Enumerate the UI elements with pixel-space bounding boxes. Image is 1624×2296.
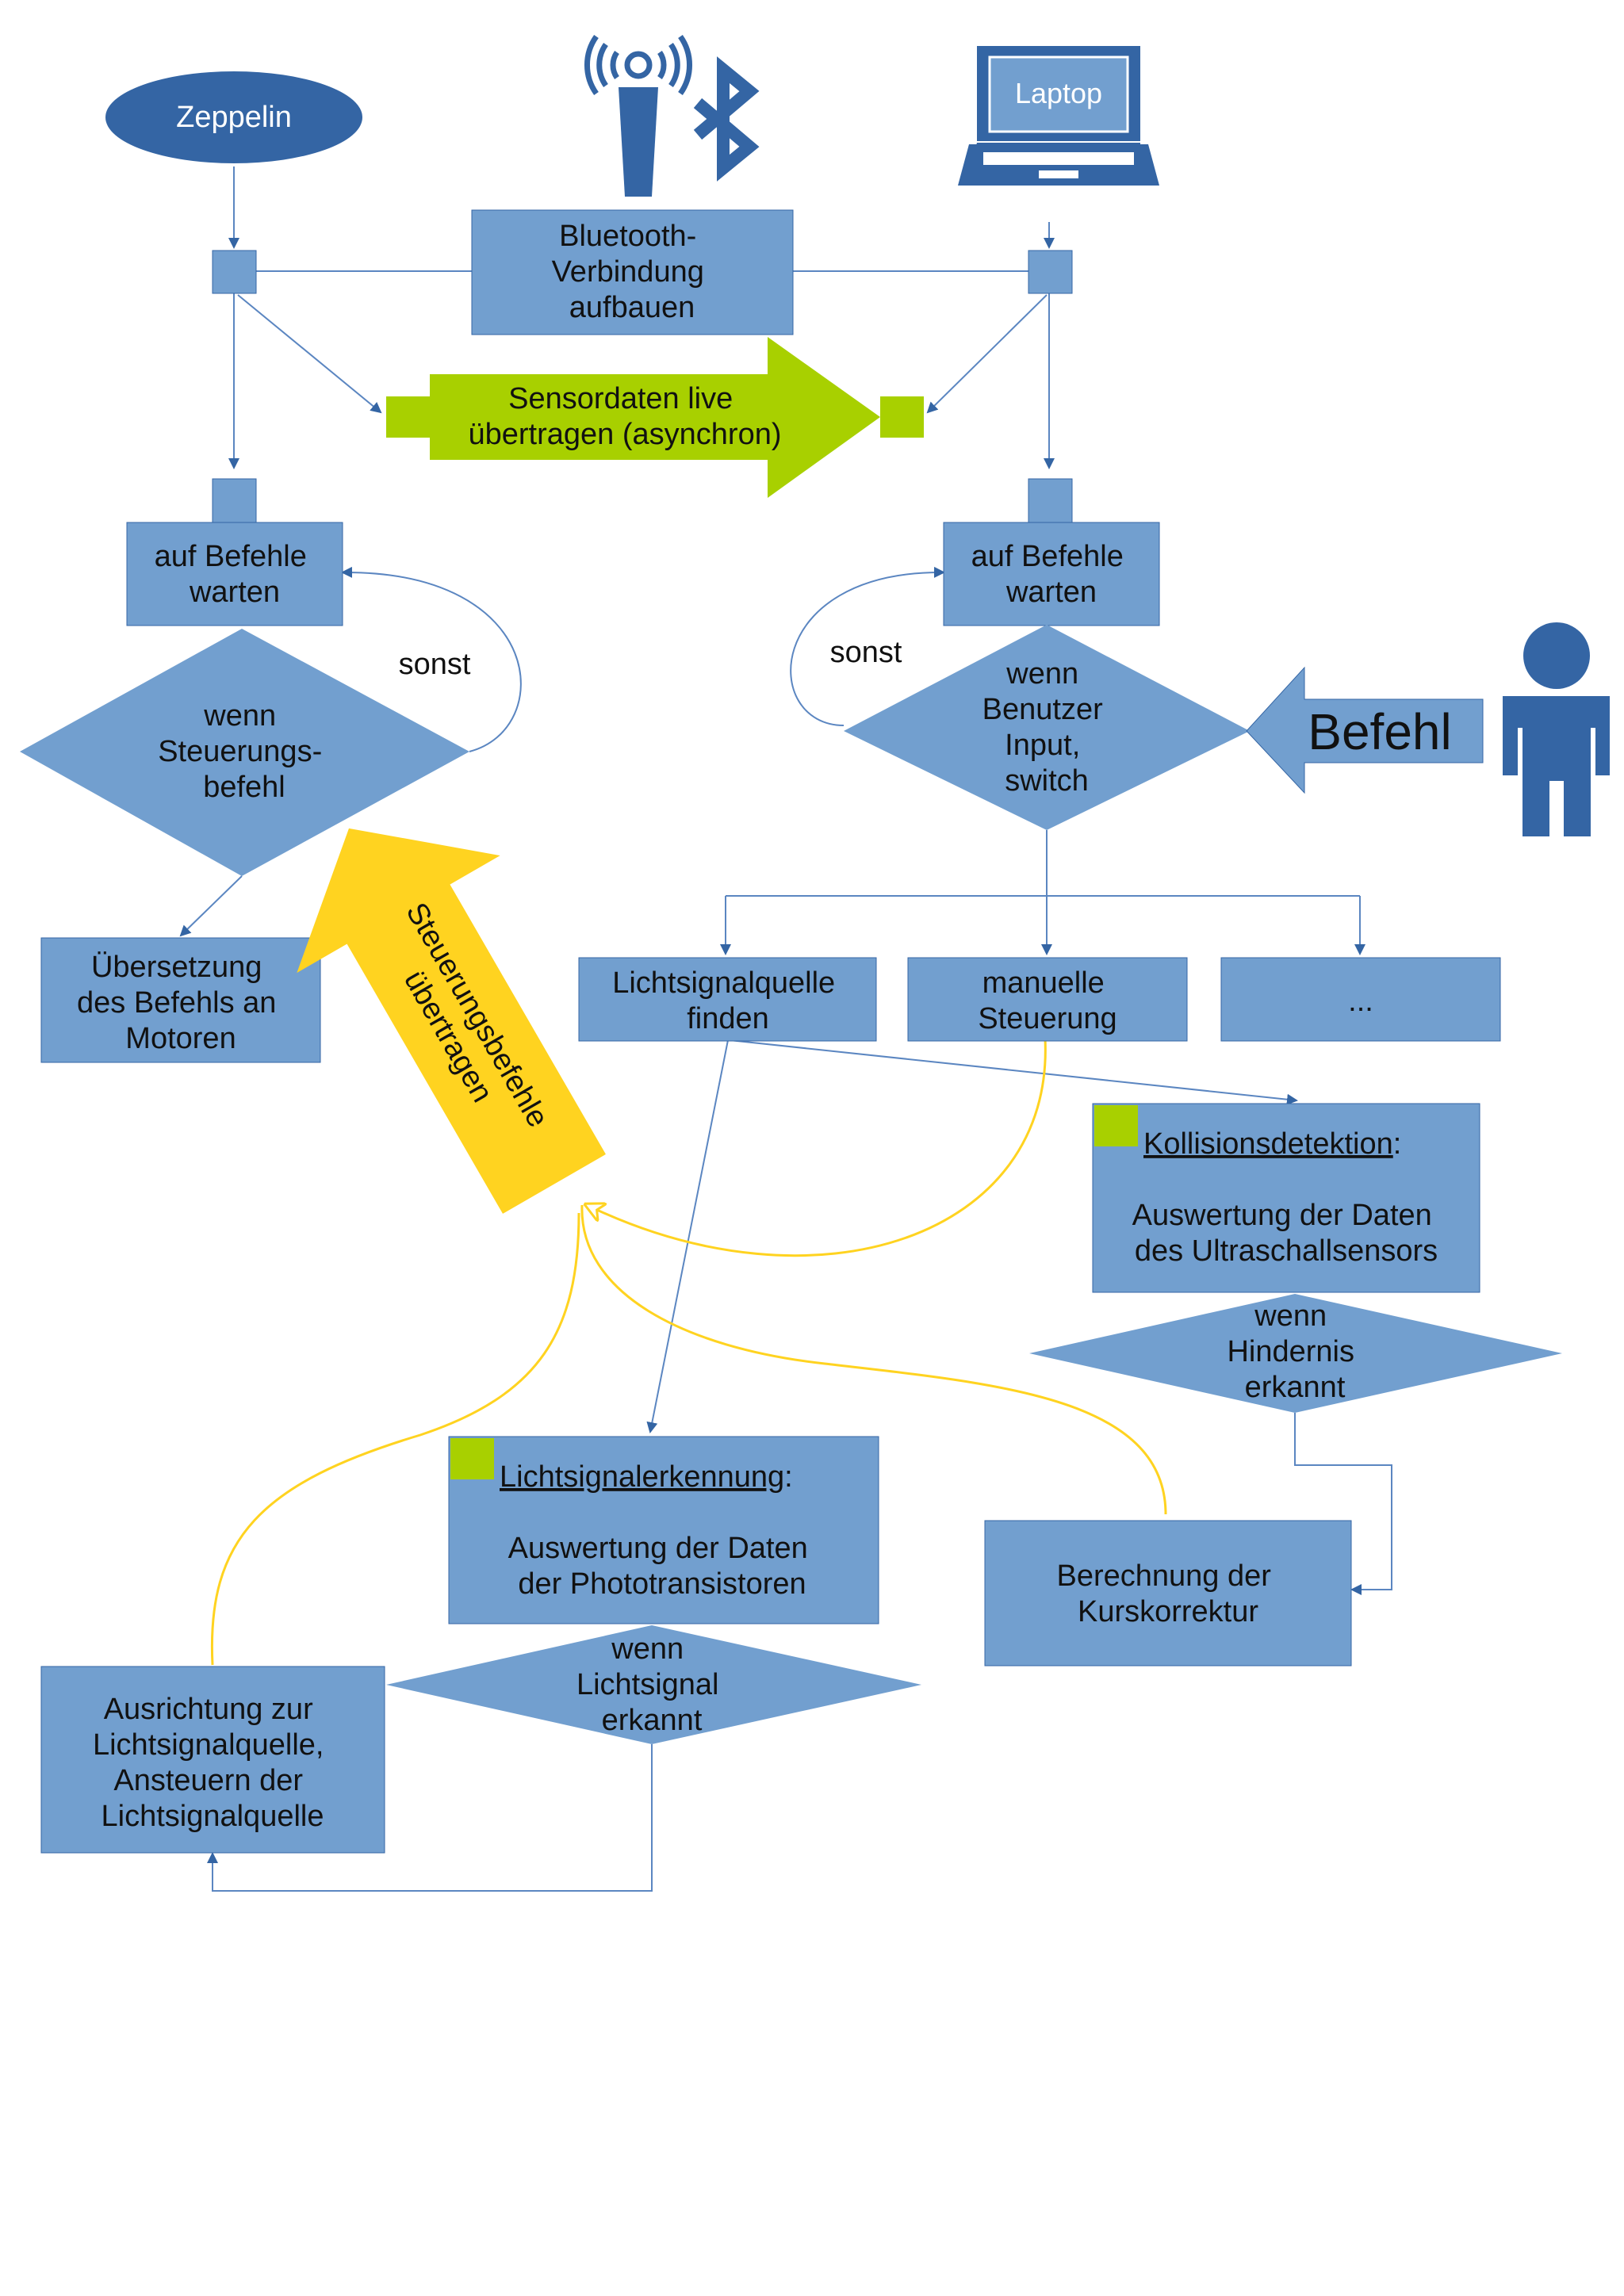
sensordaten-arrow: Sensordaten live übertragen (asynchron)	[386, 337, 924, 498]
antenna-icon	[584, 34, 693, 197]
lichtsignal-decision: wenn Lichtsignal erkannt	[386, 1625, 921, 1744]
lichtsignal-box: Lichtsignalerkennung: Auswertung der Dat…	[448, 1436, 879, 1624]
lichtquelle-line-2: finden	[687, 1002, 769, 1035]
dots-label: ...	[1348, 985, 1373, 1018]
ausrichtung-line-4: Lichtsignalquelle	[102, 1800, 324, 1833]
wait-right-line-2: warten	[1005, 576, 1097, 609]
manuell-line-1: manuelle	[982, 966, 1105, 1000]
svg-text:Auswertung der Daten der: Auswertung der Daten der Phototransistor…	[508, 1532, 817, 1601]
bluetooth-line-2: Verbindung	[552, 255, 704, 289]
hindernis-line-3: erkannt	[1245, 1371, 1346, 1404]
svg-text:wenn Lichtsignal e: wenn Lichtsignal erkannt	[576, 1632, 727, 1737]
befehl-arrow: Befehl	[1246, 666, 1484, 794]
svg-text:Lichtsignalerkennung:: Lichtsignalerkennung:	[500, 1460, 793, 1494]
licht-colon: :	[784, 1460, 793, 1494]
zeppelin-label: Zeppelin	[176, 101, 292, 134]
svg-text:Ausrichtung zur Lichtsig: Ausrichtung zur Lichtsignalquelle, Anste…	[93, 1693, 332, 1833]
person-icon	[1503, 622, 1610, 836]
bluetooth-box: Bluetooth- Verbindung aufbauen	[471, 209, 794, 335]
svg-text:Sensordaten live übertra: Sensordaten live übertragen (asynchron)	[469, 382, 782, 451]
zeppelin-node: Zeppelin	[105, 71, 362, 163]
connectors	[179, 166, 1392, 1892]
sensordaten-line-2: übertragen (asynchron)	[469, 418, 782, 451]
ausrichtung-line-1: Ausrichtung zur	[104, 1693, 313, 1726]
wait-right-line-1: auf Befehle	[971, 540, 1124, 573]
svg-text:Übersetzung des Befehls: Übersetzung des Befehls an Motoren	[77, 951, 285, 1055]
licht-title: Lichtsignalerkennung	[500, 1460, 784, 1494]
svg-text:Berechnung der Kurskorre: Berechnung der Kurskorrektur	[1057, 1559, 1280, 1628]
lichtquelle-box: Lichtsignalquelle finden	[578, 957, 877, 1042]
decision-left-line-3: befehl	[203, 771, 285, 804]
laptop-icon: Laptop	[958, 46, 1159, 186]
ausrichtung-box: Ausrichtung zur Lichtsignalquelle, Anste…	[40, 1666, 385, 1854]
hindernis-line-2: Hindernis	[1227, 1335, 1354, 1368]
connector-squares	[212, 250, 1073, 523]
hindernis-decision: wenn Hindernis erkannt	[1029, 1294, 1562, 1413]
manuell-box: manuelle Steuerung	[907, 957, 1188, 1042]
dots-box: ...	[1220, 957, 1501, 1042]
uebersetzung-line-2: des Befehls an	[77, 986, 276, 1020]
sonst-right-label: sonst	[830, 636, 902, 669]
svg-text:wenn Hindernis erk: wenn Hindernis erkannt	[1227, 1299, 1362, 1404]
wait-left-line-1: auf Befehle	[155, 540, 307, 573]
licht-body-2: der Phototransistoren	[518, 1567, 806, 1601]
lichtsignal-dec-line-1: wenn	[611, 1632, 684, 1666]
hindernis-line-1: wenn	[1254, 1299, 1327, 1333]
bluetooth-icon	[693, 56, 760, 182]
svg-text:wenn Steuerungs- b: wenn Steuerungs- befehl	[158, 699, 331, 804]
decision-left-line-1: wenn	[203, 699, 276, 733]
svg-text:manuelle Steuerung: manuelle Steuerung	[978, 966, 1116, 1035]
sonst-left-label: sonst	[399, 648, 471, 681]
svg-text:auf Befehle warten: auf Befehle warten	[155, 540, 316, 609]
uebersetzung-line-3: Motoren	[125, 1022, 236, 1055]
decision-right-line-1: wenn	[1005, 657, 1078, 691]
decision-right-line-3: Input,	[1005, 729, 1080, 762]
wait-left-line-2: warten	[189, 576, 280, 609]
decision-right-line-2: Benutzer	[982, 693, 1103, 726]
svg-text:auf Befehle warten: auf Befehle warten	[971, 540, 1132, 609]
kurs-line-1: Berechnung der	[1057, 1559, 1272, 1593]
uebersetzung-line-1: Übersetzung	[91, 951, 262, 984]
lichtsignal-dec-line-2: Lichtsignal	[576, 1668, 719, 1701]
befehl-label: Befehl	[1308, 703, 1451, 760]
uebersetzung-box: Übersetzung des Befehls an Motoren	[40, 937, 321, 1063]
licht-body-1: Auswertung der Daten	[508, 1532, 808, 1565]
kollision-title: Kollisionsdetektion	[1143, 1127, 1393, 1161]
svg-text:Lichtsignalquelle finden: Lichtsignalquelle finden	[612, 966, 844, 1035]
sensordaten-line-1: Sensordaten live	[508, 382, 733, 415]
ausrichtung-line-3: Ansteuern der	[113, 1764, 303, 1797]
svg-text:Bluetooth- Verbindung: Bluetooth- Verbindung aufbauen	[552, 220, 713, 324]
kollision-box: Kollisionsdetektion: Auswertung der Date…	[1092, 1103, 1480, 1293]
svg-text:Auswertung der Daten des: Auswertung der Daten des Ultraschallsens…	[1132, 1199, 1441, 1268]
bluetooth-line-3: aufbauen	[569, 291, 695, 324]
yellow-curves	[210, 1038, 1167, 1666]
kurs-box: Berechnung der Kurskorrektur	[984, 1520, 1352, 1667]
bluetooth-line-1: Bluetooth-	[559, 220, 696, 253]
laptop-label: Laptop	[1015, 77, 1102, 109]
kollision-body-1: Auswertung der Daten	[1132, 1199, 1432, 1232]
lichtsignal-dec-line-3: erkannt	[602, 1704, 703, 1737]
decision-right: wenn Benutzer Input, switch	[844, 625, 1250, 830]
lichtquelle-line-1: Lichtsignalquelle	[612, 966, 835, 1000]
manuell-line-2: Steuerung	[978, 1002, 1116, 1035]
decision-left: wenn Steuerungs- befehl	[20, 629, 469, 876]
svg-text:wenn Benutzer Inpu: wenn Benutzer Input, switch	[982, 657, 1112, 798]
ausrichtung-line-2: Lichtsignalquelle,	[93, 1728, 324, 1762]
decision-right-line-4: switch	[1005, 764, 1089, 798]
kollision-colon: :	[1393, 1127, 1402, 1161]
wait-left-box: auf Befehle warten	[126, 522, 343, 626]
kurs-line-2: Kurskorrektur	[1078, 1595, 1258, 1628]
decision-left-line-2: Steuerungs-	[158, 735, 322, 768]
wait-right-box: auf Befehle warten	[943, 522, 1160, 626]
svg-text:Kollisionsdetektion:: Kollisionsdetektion:	[1143, 1127, 1401, 1161]
kollision-body-2: des Ultraschallsensors	[1135, 1234, 1438, 1268]
